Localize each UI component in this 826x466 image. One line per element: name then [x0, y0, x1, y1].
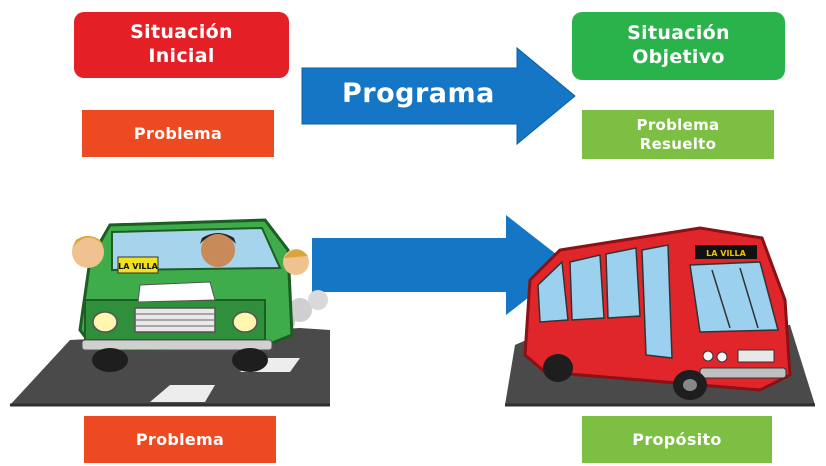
problem-box-bottom: Problema	[84, 416, 276, 463]
resolved-line2: Resuelto	[639, 134, 717, 153]
initial-situation-box: Situación Inicial	[74, 12, 289, 78]
problem-top-label: Problema	[133, 123, 223, 143]
problem-box-top: Problema	[82, 110, 274, 157]
bus-route-text: LA VILLA	[706, 249, 746, 258]
middle-arrow	[312, 215, 570, 315]
microbus-illustration	[72, 218, 328, 372]
microbus-plate-text: 653	[177, 287, 200, 300]
problem-bottom-label: Problema	[135, 429, 225, 449]
objective-situation-line1: Situación	[627, 22, 730, 45]
purpose-box: Propósito	[582, 416, 772, 463]
microbus-route-sign	[117, 256, 159, 274]
bus-illustration	[523, 226, 792, 400]
objective-situation-box: Situación Objetivo	[572, 12, 785, 80]
objective-situation-line2: Objetivo	[632, 46, 725, 68]
purpose-label: Propósito	[632, 429, 722, 449]
initial-situation-line2: Inicial	[148, 45, 215, 67]
microbus-route-text: LA VILLA	[118, 262, 158, 271]
program-label: Programa	[342, 78, 495, 109]
resolved-line1: Problema	[636, 115, 720, 134]
problem-resolved-box: Problema Resuelto	[582, 110, 774, 159]
initial-situation-line1: Situación	[130, 21, 233, 44]
